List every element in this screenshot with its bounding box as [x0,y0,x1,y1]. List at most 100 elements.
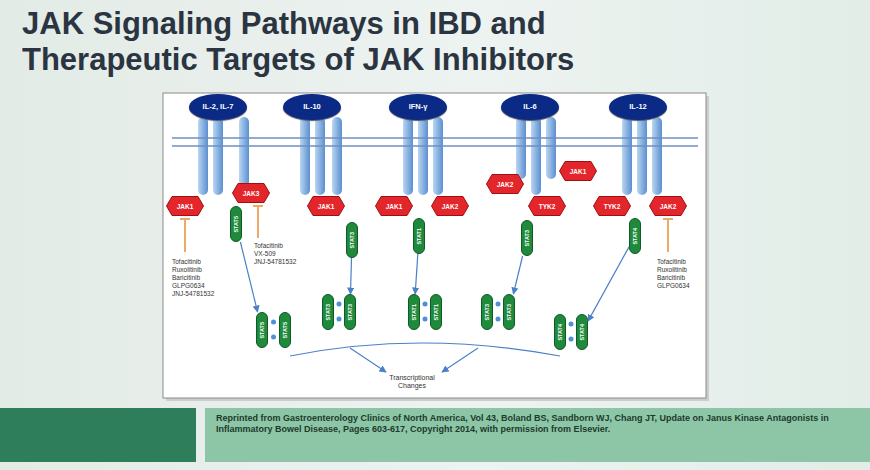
receptor-chain [300,117,310,195]
stat-protein: STAT3 [481,294,493,330]
phosphate-dot [337,317,342,322]
node-label: TYK2 [539,203,556,210]
inhibition-stem [257,206,259,238]
membrane-line [172,137,698,139]
jak-hexagon: JAK3 [232,183,270,203]
jak-hexagon: JAK2 [649,196,687,216]
hexagon-fill [560,162,597,181]
drug-name: Ruxolitinib [172,266,202,274]
node-label: JAK1 [177,203,194,210]
drug-name: JNJ-54781532 [254,258,296,266]
node-label: STAT5 [282,322,288,339]
transcription-arrow [442,348,478,372]
jak-hexagon: TYK2 [528,196,566,216]
jak-hexagon: JAK1 [166,196,204,216]
node-label: IL-6 [523,103,536,111]
stat-protein: STAT4 [576,314,588,350]
receptor-chains [198,117,662,195]
jak-hexagon: JAK1 [375,196,413,216]
signal-arrow [588,247,629,321]
footer-band-dark [0,408,196,462]
phosphate-dot [337,302,342,307]
node-label: STAT1 [433,304,439,321]
node-label: STAT1 [411,304,417,321]
hexagon-fill [594,197,631,216]
jak-hexagon: JAK1 [307,196,345,216]
receptor-chain [433,117,443,195]
hexagon-fill [233,184,270,203]
drug-name: Tofacitinib [254,242,283,250]
phosphate-dot [496,317,501,322]
phosphate-dot [271,320,276,325]
receptor-chain [546,117,556,179]
phosphate-dot [496,302,501,307]
node-label: JAK1 [570,168,587,175]
stat-protein: STAT5 [279,312,291,348]
node-label: TYK2 [604,203,621,210]
node-label: STAT4 [557,324,563,341]
drug-name: GLPG0634 [172,282,205,290]
drug-name: Baricitinib [657,274,685,282]
cytokine-oval: IL-12 [609,94,667,120]
figure-frame [163,93,706,398]
phosphate-dot [423,317,428,322]
cytokine-oval: IFN-γ [389,94,447,120]
node-label: STAT5 [233,216,239,233]
receptor-chain [213,117,223,195]
node-label: JAK2 [497,181,514,188]
transcription-arrow [350,348,386,372]
stat-protein: STAT1 [413,218,425,254]
receptor-chain [531,117,541,195]
jak-hexagon: JAK1 [559,161,597,181]
stat-protein: STAT5 [230,206,242,242]
node-label: STAT3 [524,230,530,247]
cytokine-oval: IL-6 [501,94,559,120]
stat-protein: STAT3 [344,294,356,330]
jak-hexagon: JAK2 [431,196,469,216]
hexagon-fill [487,175,524,194]
node-label: STAT3 [347,304,353,321]
phosphate-dot [569,337,574,342]
signal-arrow [513,256,522,294]
stat-protein: STAT4 [629,218,641,254]
stat-protein: STAT3 [346,222,358,258]
hexagon-fill [650,197,687,216]
node-label: JAK1 [386,203,403,210]
stat-protein: STAT1 [408,294,420,330]
node-label: STAT4 [579,324,585,341]
outcome-label: Transcriptional Changes [382,374,442,390]
node-label: JAK3 [243,190,260,197]
stat-protein: STAT5 [256,312,268,348]
phosphate-dot [423,302,428,307]
node-label: IL-2, IL-7 [203,103,234,111]
footer-band-light [205,408,870,462]
jak-hexagon: TYK2 [593,196,631,216]
node-label: STAT3 [506,304,512,321]
drug-name: GLPG0634 [657,282,690,290]
reprint-caption: Reprinted from Gastroenterology Clinics … [216,413,861,435]
receptor-chain [622,117,632,195]
node-label: STAT3 [349,232,355,249]
hexagon-fill [167,197,204,216]
node-label: STAT3 [484,304,490,321]
receptor-chain [403,117,413,195]
phosphate-dots [271,302,574,342]
receptor-chain [315,117,325,195]
node-label: JAK2 [442,203,459,210]
receptor-chain [637,117,647,195]
node-label: STAT4 [632,228,638,245]
signal-arrow [351,258,352,294]
node-label: STAT1 [416,228,422,245]
inhibition-stem [667,219,669,252]
receptor-chain [239,117,249,187]
hexagon-fill [376,197,413,216]
node-label: JAK1 [318,203,335,210]
node-label: IFN-γ [409,103,428,111]
stat-protein: STAT3 [322,294,334,330]
drug-name: JNJ-54781532 [172,290,214,298]
hexagon-fill [529,197,566,216]
phosphate-dot [569,322,574,327]
drug-name: Tofacitinib [172,258,201,266]
stat-protein: STAT3 [503,294,515,330]
